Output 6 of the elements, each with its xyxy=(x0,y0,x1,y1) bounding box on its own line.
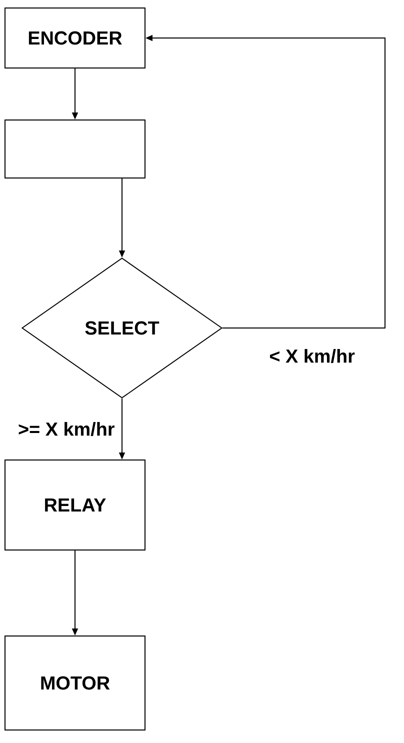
process-box: ENCODER xyxy=(4,8,146,68)
edge-label: >= X km/hr xyxy=(17,420,116,438)
process-box: RELAY xyxy=(4,460,146,550)
process-box xyxy=(4,120,146,178)
edge-label: < X km/hr xyxy=(268,348,356,364)
process-box: MOTOR xyxy=(4,636,146,730)
